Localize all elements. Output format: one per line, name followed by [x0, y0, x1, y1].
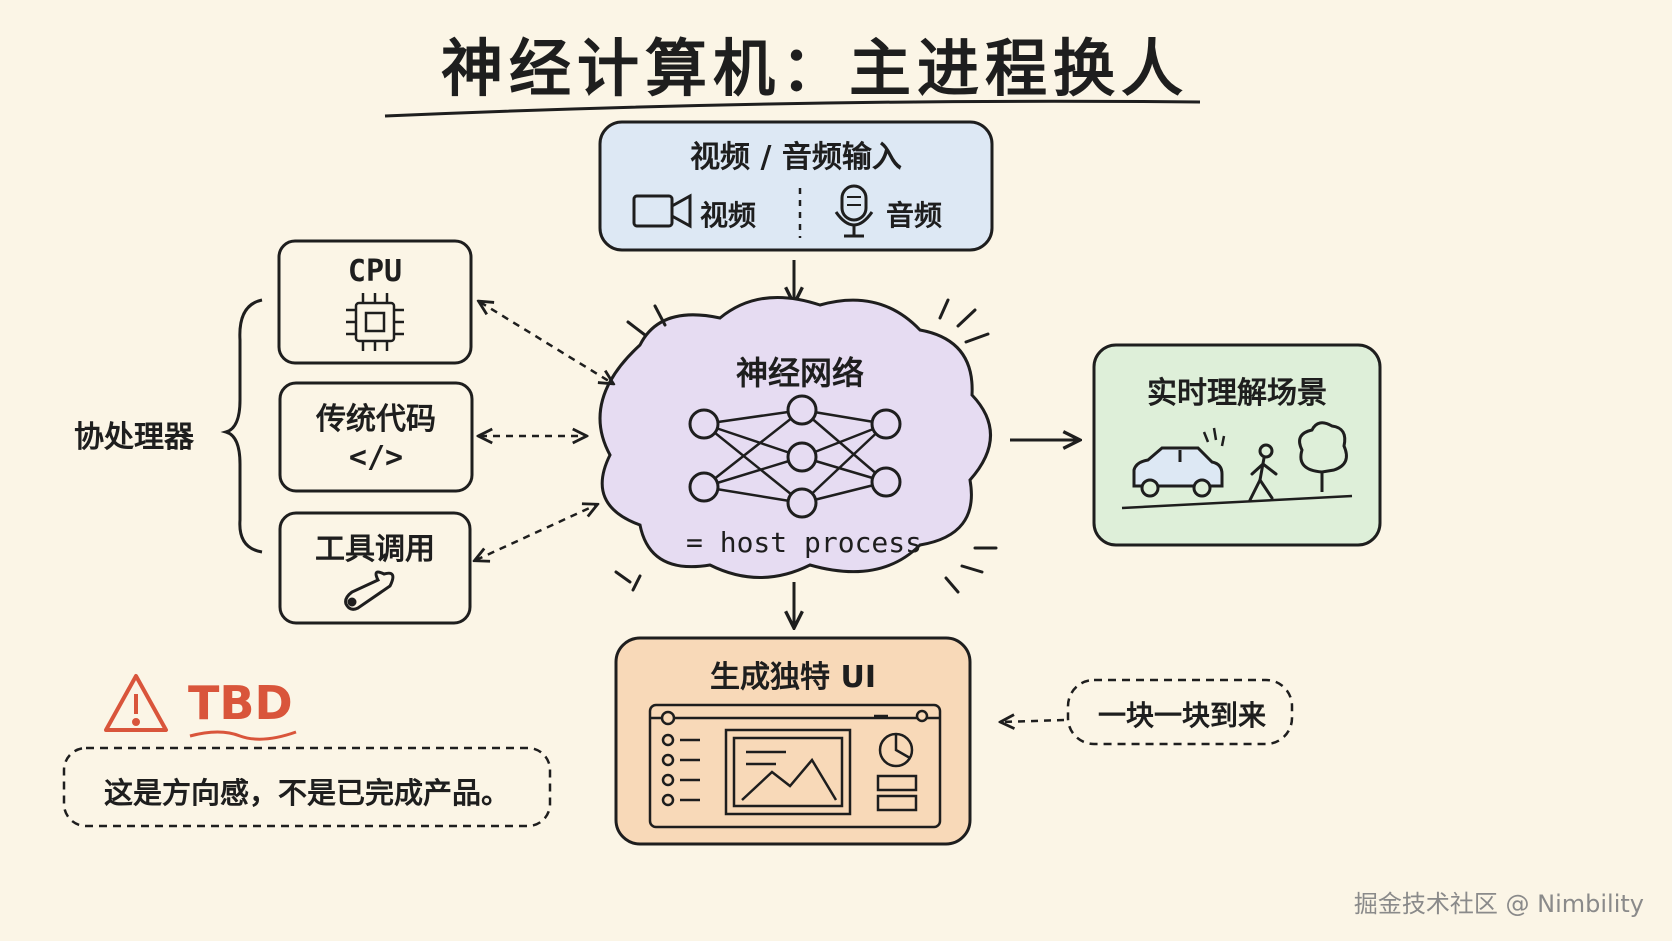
video-label: 视频 [700, 199, 757, 232]
neural-net-title: 神经网络 [735, 354, 864, 392]
tree-icon [1298, 421, 1348, 492]
pedestrian-icon [1248, 443, 1278, 502]
tbd-tag: TBD [188, 676, 293, 730]
emphasis-strokes [614, 298, 998, 594]
cpu-chip-icon [346, 293, 404, 351]
cpu-box [277, 239, 473, 365]
motion-lines [1202, 427, 1226, 447]
tool-call-box [278, 511, 472, 625]
ground-line [1121, 494, 1353, 510]
tbd-underline [189, 730, 297, 741]
arrow-tool-net [476, 505, 596, 560]
ui-box [614, 636, 972, 846]
neural-net-cloud [598, 295, 992, 579]
code-symbol: </> [348, 440, 404, 475]
chunk-note-label: 一块一块到来 [1097, 699, 1266, 732]
title-underline [384, 99, 1201, 118]
scene-box [1092, 343, 1382, 547]
arrow-cpu-net [480, 302, 612, 383]
microphone-icon [834, 184, 874, 238]
tool-call-label: 工具调用 [315, 532, 435, 567]
chunk-note-box [1066, 678, 1294, 746]
ui-window-icon [648, 703, 942, 829]
car-icon [1132, 446, 1224, 498]
scene-box-title: 实时理解场景 [1147, 376, 1327, 411]
page-title: 神经计算机：主进程换人 [440, 32, 1189, 105]
warning-note: 这是方向感，不是已完成产品。 [103, 776, 510, 810]
ui-box-title: 生成独特 UI [710, 660, 876, 695]
legacy-code-label: 传统代码 [316, 402, 436, 437]
warning-note-box [62, 746, 552, 828]
wrench-icon [344, 570, 395, 611]
legacy-code-box [278, 381, 474, 493]
input-box-title: 视频 / 音频输入 [690, 140, 902, 175]
coprocessor-brace [220, 298, 263, 554]
network-nodes [688, 394, 902, 519]
watermark: 掘金技术社区 @ Nimbility [1353, 890, 1644, 918]
arrow-chunk-to-ui [1002, 720, 1065, 722]
cpu-label: CPU [347, 254, 403, 289]
audio-label: 音频 [886, 199, 943, 232]
warning-triangle-icon [104, 674, 168, 732]
coprocessor-group-label: 协处理器 [74, 420, 194, 455]
video-camera-icon [632, 193, 692, 229]
input-box [598, 120, 994, 252]
host-process-label: = host process [686, 526, 923, 559]
